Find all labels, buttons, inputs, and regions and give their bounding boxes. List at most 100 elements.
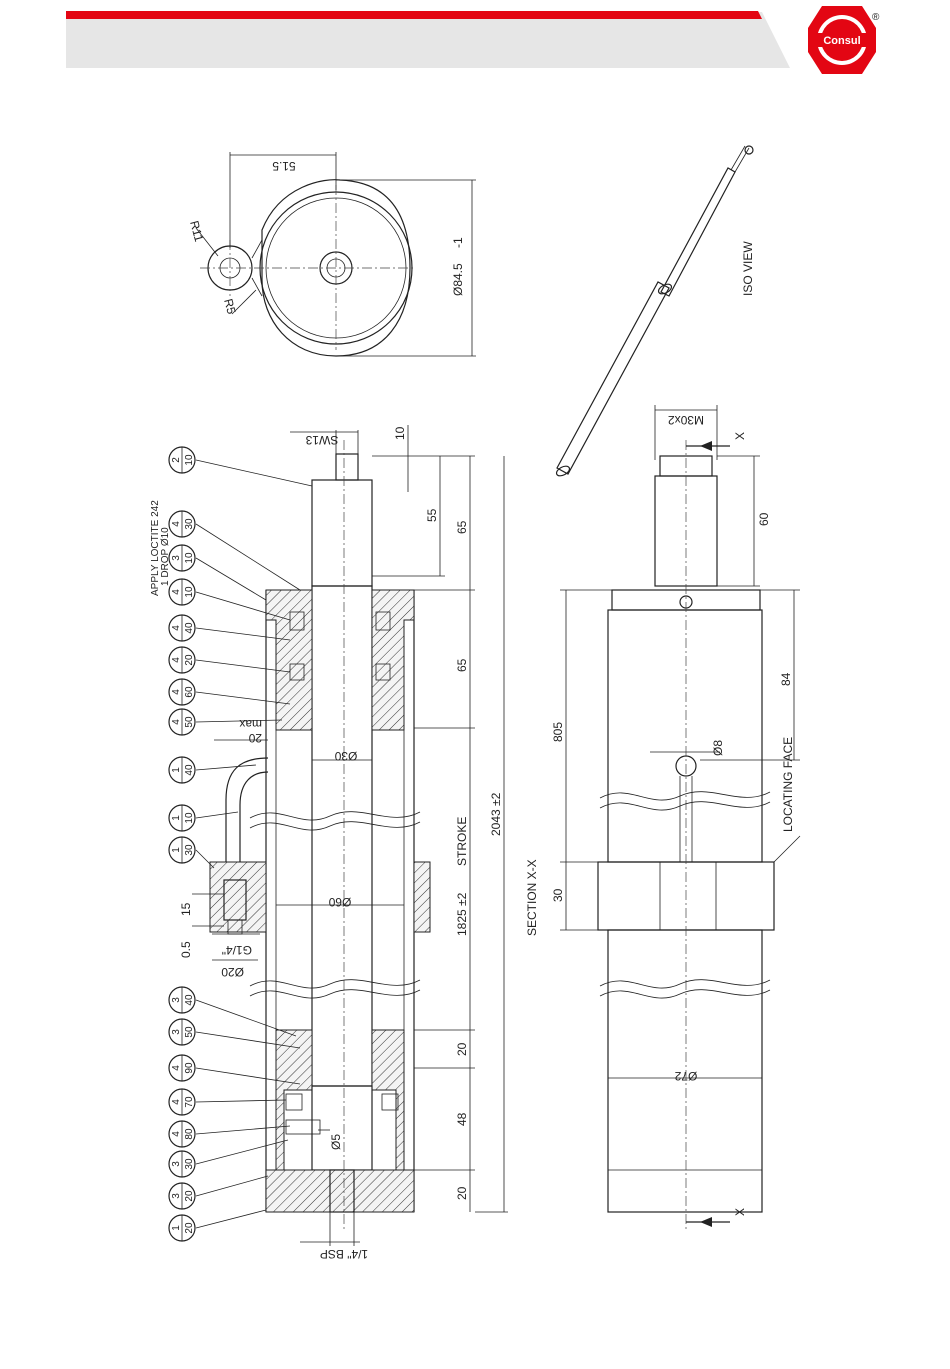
balloon-top-number: 4 (171, 1065, 182, 1071)
plan-view: 51.5 R11 R5 Ø84.5 -1 (187, 152, 476, 357)
outside-view: X X M30x2 60 84 805 30 Ø8 LOCATING FACE (551, 405, 801, 1232)
balloon-top-number: 3 (171, 997, 182, 1003)
balloon-leader (195, 459, 313, 487)
balloon-leader (195, 719, 283, 723)
balloon-top-number: 1 (171, 815, 182, 821)
loctite-note: APPLY LOCTITE 242 (150, 500, 161, 596)
balloon-bottom-number: 10 (184, 586, 195, 598)
dim-15: 15 (179, 902, 193, 916)
balloon-top-number: 3 (171, 1193, 182, 1199)
balloon-top-number: 4 (171, 689, 182, 695)
balloon-leader (195, 999, 297, 1037)
dim-dia8: Ø8 (711, 740, 725, 756)
balloon-bottom-number: 60 (184, 686, 195, 698)
balloon-bottom-number: 10 (184, 454, 195, 466)
iso-view: ISO VIEW (555, 145, 755, 477)
locating-face-label: LOCATING FACE (781, 737, 795, 832)
dim-65a: 65 (455, 520, 469, 534)
balloon-leader (195, 1175, 269, 1197)
dim-48: 48 (455, 1112, 469, 1126)
logo-text: Consul (823, 35, 860, 47)
dim-55: 55 (425, 508, 439, 522)
balloon-leader (195, 627, 291, 641)
dim-dia30: Ø30 (334, 749, 357, 763)
balloon-bottom-number: 10 (184, 552, 195, 564)
dim-r5: R5 (221, 297, 239, 316)
balloon-leader (195, 659, 291, 673)
dim-20-max: 20 (248, 731, 262, 745)
iso-view-label: ISO VIEW (741, 241, 755, 296)
dim-total: 2043 ±2 (489, 792, 503, 836)
registered-mark: ® (872, 12, 880, 23)
x-mark-top: X (733, 432, 747, 440)
dim-51-5: 51.5 (272, 159, 296, 173)
header-red-stripe (66, 11, 762, 19)
balloon-bottom-number: 80 (184, 1128, 195, 1140)
loctite-note-2: 1 DROP Ø10 (160, 527, 171, 586)
dim-60: 60 (757, 512, 771, 526)
piston-right (371, 1029, 405, 1171)
dim-20a: 20 (455, 1042, 469, 1056)
port-block (209, 861, 267, 933)
balloon-bottom-number: 50 (184, 1026, 195, 1038)
balloon-top-number: 1 (171, 847, 182, 853)
dim-10: 10 (393, 426, 407, 440)
dim-dia60: Ø60 (328, 895, 351, 909)
section-view: SW13 10 55 65 65 1825 ±2 STROKE 2043 ±2 … (150, 425, 539, 1261)
balloon-bottom-number: 30 (184, 1158, 195, 1170)
dim-dia5: Ø5 (329, 1134, 343, 1150)
balloon-leader (195, 1067, 301, 1085)
balloon-top-number: 4 (171, 625, 182, 631)
balloon-top-number: 1 (171, 767, 182, 773)
balloon-top-number: 4 (171, 1131, 182, 1137)
balloon-leader (195, 1209, 267, 1229)
piston-rod (311, 585, 373, 1087)
balloon-bottom-number: 70 (184, 1096, 195, 1108)
balloon-top-number: 4 (171, 521, 182, 527)
bleed-pipe (225, 757, 269, 862)
end-cap (265, 1169, 415, 1213)
rod-tip (335, 453, 359, 481)
dim-dia20: Ø20 (221, 965, 244, 979)
dim-84: 84 (779, 672, 793, 686)
balloon-leader (195, 1125, 291, 1135)
plan-outline (261, 179, 411, 357)
dim-0-5: 0.5 (179, 941, 193, 958)
dim-m30x2: M30x2 (668, 413, 704, 427)
header-gray-band (66, 12, 790, 68)
balloon-top-number: 1 (171, 1225, 182, 1231)
balloon-leader (195, 811, 239, 819)
balloon-bottom-number: 50 (184, 716, 195, 728)
balloon-bottom-number: 90 (184, 1062, 195, 1074)
balloon-leader (195, 764, 257, 771)
balloon-leader (195, 591, 291, 621)
balloon-top-number: 4 (171, 719, 182, 725)
balloon-leader (195, 523, 301, 591)
balloon-bottom-number: 30 (184, 844, 195, 856)
balloon-bottom-number: 40 (184, 622, 195, 634)
balloon-top-number: 4 (171, 1099, 182, 1105)
balloon-top-number: 2 (171, 457, 182, 463)
balloon-leader (195, 1099, 287, 1103)
dim-bsp: 1/4" BSP (320, 1247, 368, 1261)
dim-dia72: Ø72 (674, 1069, 697, 1083)
dim-805: 805 (551, 722, 565, 742)
dim-g14: G1/4" (222, 943, 252, 957)
page-header: Consul ® (66, 6, 880, 74)
balloon-top-number: 3 (171, 555, 182, 561)
